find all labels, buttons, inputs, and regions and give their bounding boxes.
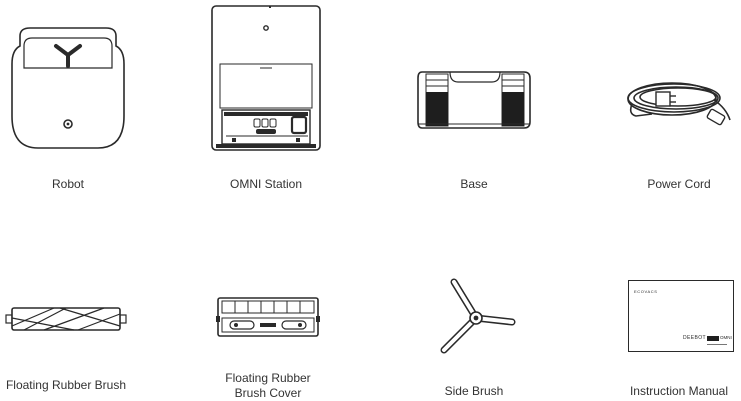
omni-station-icon	[210, 4, 322, 152]
rubber-brush-icon	[4, 304, 128, 334]
label-robot: Robot	[51, 177, 85, 191]
label-floating-rubber-brush-cover-line2: Brush Cover	[234, 386, 302, 400]
manual-booklet: ECOVACS DEEBOT OMNI	[628, 280, 734, 352]
label-base: Base	[460, 177, 488, 191]
manual-subtitle-line	[707, 344, 727, 345]
brush-cover-icon	[216, 296, 320, 338]
robot-vacuum-icon	[8, 24, 128, 152]
label-omni-station: OMNI Station	[229, 177, 303, 191]
label-power-cord: Power Cord	[647, 177, 711, 191]
manual-model-badge	[707, 336, 719, 341]
manual-model-suffix-text: OMNI	[720, 335, 732, 340]
base-plate-icon	[416, 66, 534, 136]
label-floating-rubber-brush-cover-line1: Floating Rubber	[225, 371, 311, 385]
side-brush-icon	[434, 278, 516, 354]
label-instruction-manual: Instruction Manual	[629, 384, 729, 398]
label-side-brush: Side Brush	[444, 384, 504, 398]
power-cord-icon	[622, 76, 736, 128]
manual-model-text: DEEBOT	[683, 335, 706, 341]
manual-icon: ECOVACS DEEBOT OMNI	[628, 280, 734, 352]
manual-brand-text: ECOVACS	[634, 289, 658, 294]
label-floating-rubber-brush: Floating Rubber Brush	[5, 378, 127, 392]
